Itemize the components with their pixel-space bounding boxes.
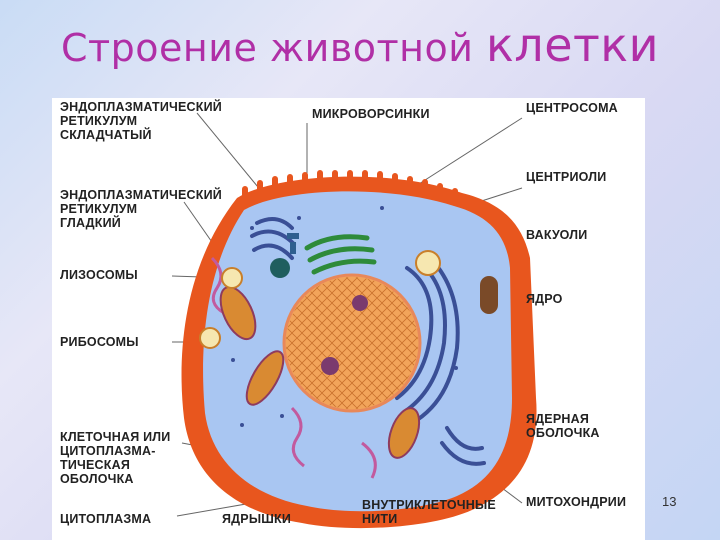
label-intracellular-filaments: ВНУТРИКЛЕТОЧНЫЕ НИТИ <box>362 498 496 526</box>
label-cell-membrane: КЛЕТОЧНАЯ ИЛИ ЦИТОПЛАЗМА- ТИЧЕСКАЯ ОБОЛО… <box>60 430 171 486</box>
title-part-1: Строение животной <box>61 26 487 70</box>
golgi-apparatus <box>304 234 377 275</box>
vacuoles <box>415 250 498 314</box>
cell-illustration <box>171 112 537 529</box>
label-ribosomes: РИБОСОМЫ <box>60 335 139 349</box>
ribosomes <box>231 206 458 427</box>
rough-er <box>250 217 486 466</box>
smooth-er <box>210 256 377 479</box>
nucleolus <box>352 295 368 311</box>
label-centrosome: ЦЕНТРОСОМА <box>526 101 618 115</box>
page-number: 13 <box>662 494 677 509</box>
title-part-2: клетки <box>486 18 659 72</box>
cell-diagram: ЭНДОПЛАЗМАТИЧЕСКИЙ РЕТИКУЛУМ СКЛАДЧАТЫЙ … <box>52 98 645 540</box>
label-nucleoli: ЯДРЫШКИ <box>222 512 292 526</box>
nuclear-envelope <box>282 273 422 413</box>
lysosomes <box>199 267 243 349</box>
label-centrioles: ЦЕНТРИОЛИ <box>526 170 607 184</box>
label-rough-er: ЭНДОПЛАЗМАТИЧЕСКИЙ РЕТИКУЛУМ СКЛАДЧАТЫЙ <box>60 100 222 142</box>
nucleolus <box>321 357 339 375</box>
label-microvilli: МИКРОВОРСИНКИ <box>312 107 430 121</box>
label-vacuoles: ВАКУОЛИ <box>526 228 588 242</box>
mitochondria <box>219 285 421 459</box>
label-cytoplasm: ЦИТОПЛАЗМА <box>60 512 152 526</box>
slide-title: Строение животной клетки <box>0 18 720 72</box>
label-lysosomes: ЛИЗОСОМЫ <box>60 268 138 282</box>
label-smooth-er: ЭНДОПЛАЗМАТИЧЕСКИЙ РЕТИКУЛУМ ГЛАДКИЙ <box>60 188 222 230</box>
label-nuclear-envelope: ЯДЕРНАЯ ОБОЛОЧКА <box>526 412 600 440</box>
centrosome <box>270 233 299 278</box>
label-nucleus: ЯДРО <box>526 292 563 306</box>
nucleus-texture <box>286 277 418 409</box>
label-mitochondria: МИТОХОНДРИИ <box>526 495 627 509</box>
microvilli <box>242 170 458 206</box>
